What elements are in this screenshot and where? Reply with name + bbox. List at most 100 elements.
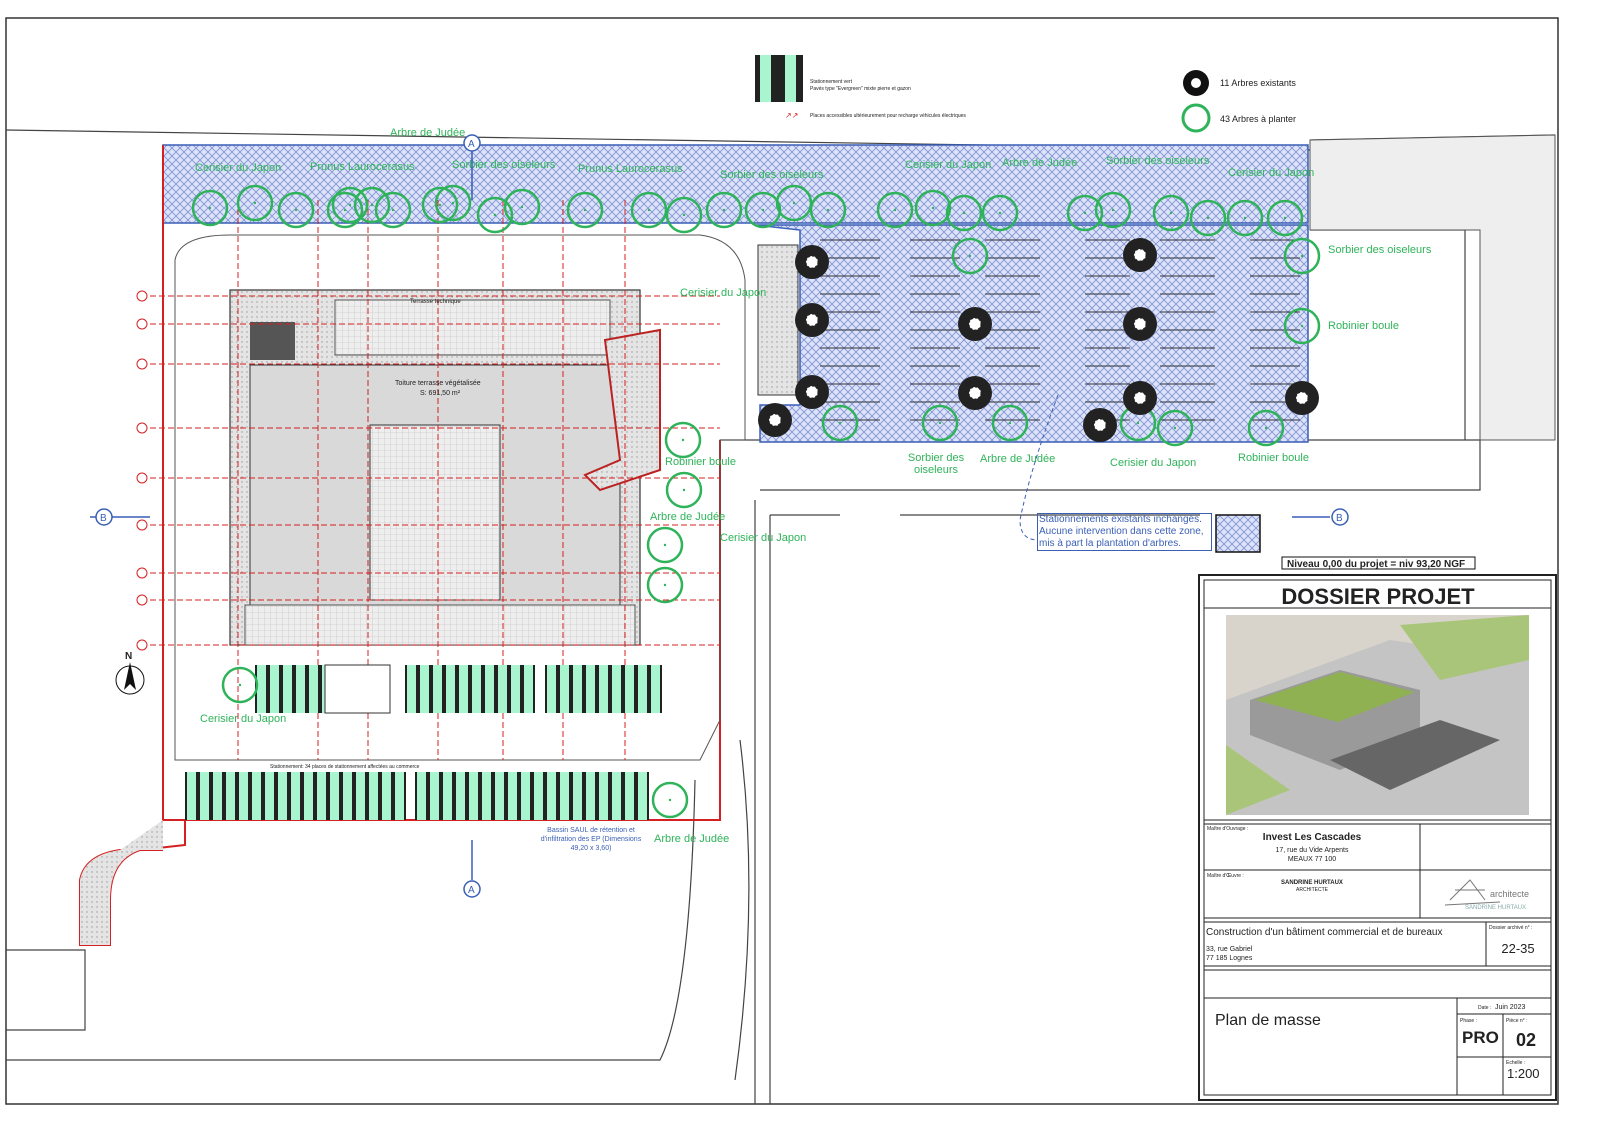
green-stall-fill (200, 772, 209, 820)
tree-label: Cerisier du Japon (680, 287, 766, 299)
level-note: Niveau 0,00 du projet = niv 93,20 NGF (1287, 559, 1465, 570)
new-tree-center (238, 683, 242, 687)
new-tree-center (682, 488, 686, 492)
green-stall-fill (456, 772, 465, 820)
tree-label: Sorbier des oiseleurs (720, 169, 824, 181)
existing-tree-core (1295, 391, 1309, 405)
green-stall-fill (625, 772, 634, 820)
legend-green-parking-title: Stationnement vert (810, 79, 853, 85)
green-stall-fill (586, 772, 595, 820)
new-tree (664, 421, 702, 459)
tree-label: Prunus Laurocerasus (578, 163, 683, 175)
green-stall-fill (356, 772, 365, 820)
tree-label: Sorbier des oiseleurs (1106, 155, 1210, 167)
new-tree (630, 191, 668, 229)
bin-area (757, 244, 799, 396)
new-tree-center (668, 798, 672, 802)
existing-tree-core (1133, 391, 1147, 405)
green-stall-fill (187, 772, 196, 820)
green-stall-fill (407, 665, 416, 713)
new-tree-center (1169, 211, 1173, 215)
new-tree (945, 194, 983, 232)
new-tree (374, 191, 412, 229)
new-tree (991, 404, 1029, 442)
access-path (80, 820, 163, 945)
new-tree (1066, 194, 1104, 232)
architect-role: ARCHITECTE (1296, 887, 1329, 893)
new-tree-center (681, 438, 685, 442)
project-description: Construction d'un bâtiment commercial et… (1206, 927, 1442, 938)
green-stall-fill (469, 772, 478, 820)
project-rendering (1226, 615, 1529, 815)
entrance-canopy (583, 328, 661, 492)
new-tree-center (838, 421, 842, 425)
basin-note-text: Bassin SAUL de rétention et d'infiltrati… (540, 827, 642, 852)
tree-label: Sorbier des oiseleurs (452, 159, 556, 171)
architect-name: SANDRINE HURTAUX (1281, 880, 1343, 886)
project-address-2: 77 185 Lognes (1206, 955, 1253, 962)
existing-tree-core (805, 385, 819, 399)
technical-terrace (334, 299, 611, 356)
walkway (244, 604, 636, 646)
new-tree (476, 196, 514, 234)
tree-label: Robinier boule (665, 456, 736, 468)
new-tree-center (682, 213, 686, 217)
new-tree (646, 526, 684, 564)
client-address-1: 17, rue du Vide Arpents (1275, 847, 1349, 854)
new-tree-center (1206, 216, 1210, 220)
green-stall-fill (534, 772, 543, 820)
tree-label: Arbre de Judée (650, 511, 725, 523)
green-parking-stalls (185, 664, 662, 820)
new-tree (914, 189, 952, 227)
green-stall-fill (612, 772, 621, 820)
green-stall-fill (330, 772, 339, 820)
basin-note: Bassin SAUL de rétention et d'infiltrati… (540, 827, 642, 852)
green-stall-fill (395, 772, 404, 820)
section-b-right: B (1336, 513, 1343, 524)
section-b-left: B (100, 513, 107, 524)
green-stall-fill (524, 665, 533, 713)
tree-label: Arbre de Judée (390, 127, 465, 139)
green-stall-fill (420, 665, 429, 713)
green-stall-fill (252, 772, 261, 820)
neighbor-lot (1309, 134, 1556, 441)
new-tree (1283, 307, 1321, 345)
new-tree-center (968, 254, 972, 258)
new-tree-center (647, 208, 651, 212)
green-stall-fill (521, 772, 530, 820)
patio (369, 424, 501, 601)
green-stall-fill (430, 772, 439, 820)
green-stall-fill (651, 665, 660, 713)
existing-tree-core (805, 255, 819, 269)
green-stall-fill (278, 772, 287, 820)
new-tree-center (1283, 216, 1287, 220)
green-stall-fill (257, 665, 266, 713)
green-stall-fill (239, 772, 248, 820)
piece-number: 02 (1516, 1030, 1536, 1050)
green-stall-fill (482, 772, 491, 820)
green-stall-fill (291, 772, 300, 820)
new-tree (221, 666, 259, 704)
new-tree-center (1008, 421, 1012, 425)
green-stall-fill (270, 665, 279, 713)
new-tree-center (253, 201, 257, 205)
sheet-frame (5, 17, 1559, 1105)
level-note-box (1281, 556, 1476, 570)
new-tree-center (451, 201, 455, 205)
tree-labels: Arbre de Judée Cerisier du Japon Prunus … (195, 127, 1432, 845)
new-tree-center (663, 543, 667, 547)
green-stall-fill (226, 772, 235, 820)
new-tree-center (1083, 211, 1087, 215)
new-tree (1247, 409, 1285, 447)
client-name: Invest Les Cascades (1263, 832, 1362, 843)
title-block (1198, 574, 1557, 1101)
project-address-1: 33, rue Gabriel (1206, 946, 1253, 953)
existing-tree-core (805, 313, 819, 327)
legend-new-trees: 43 Arbres à planter (1220, 114, 1296, 124)
tree-label: Arbre de Judée (980, 453, 1055, 465)
legend-ev-charging: Places accessibles ultérieurement pour r… (810, 113, 966, 119)
green-stall-fill (443, 772, 452, 820)
tree-label: Prunus Laurocerasus (310, 161, 415, 173)
new-tree-center (493, 213, 497, 217)
green-stall-fill (508, 772, 517, 820)
